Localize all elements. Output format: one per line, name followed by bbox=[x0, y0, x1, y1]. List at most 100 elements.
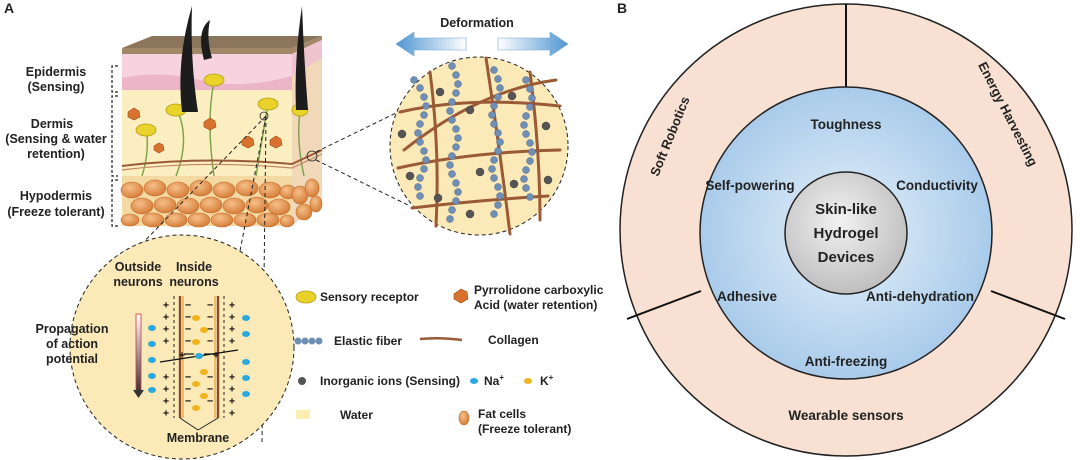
inner-label-conductivity: Conductivity bbox=[896, 178, 978, 193]
propagation-label-2: of action bbox=[46, 337, 98, 351]
svg-text:−: − bbox=[207, 300, 213, 311]
propagation-arrow bbox=[135, 313, 142, 393]
svg-text:+: + bbox=[163, 324, 169, 335]
svg-text:+: + bbox=[229, 336, 235, 347]
layer-brackets bbox=[111, 65, 118, 227]
svg-text:+: + bbox=[163, 372, 169, 383]
divider-right bbox=[990, 290, 1066, 320]
hairs bbox=[180, 6, 308, 112]
deformation-arrow-right bbox=[497, 31, 569, 57]
epidermis-label: Epidermis bbox=[26, 65, 86, 79]
propagation-label-1: Propagation bbox=[36, 322, 109, 336]
svg-text:Acid (water retention): Acid (water retention) bbox=[474, 298, 597, 312]
legend-pca: Pyrrolidone carboxylic Acid (water reten… bbox=[453, 283, 604, 312]
ring-diagram: Soft Robotics Energy Harvesting Wearable… bbox=[619, 3, 1073, 457]
svg-text:−: − bbox=[185, 300, 191, 311]
center-label-2: Hydrogel bbox=[813, 225, 878, 242]
svg-text:+: + bbox=[229, 312, 235, 323]
svg-text:+: + bbox=[229, 384, 235, 395]
divider-left bbox=[626, 290, 702, 320]
svg-text:−: − bbox=[185, 372, 191, 383]
deformation-arrow-left bbox=[395, 31, 467, 57]
svg-text:−: − bbox=[207, 324, 213, 335]
svg-text:Collagen: Collagen bbox=[488, 333, 539, 347]
svg-text:−: − bbox=[185, 324, 191, 335]
svg-text:−: − bbox=[207, 312, 213, 323]
legend-k: K+ bbox=[524, 373, 554, 388]
svg-text:+: + bbox=[229, 300, 235, 311]
skin-block bbox=[120, 6, 323, 228]
svg-text:−: − bbox=[207, 396, 213, 407]
svg-text:+: + bbox=[163, 300, 169, 311]
panel-b-label: B bbox=[617, 0, 627, 16]
svg-text:−: − bbox=[185, 396, 191, 407]
svg-text:+: + bbox=[229, 396, 235, 407]
svg-text:Inorganic ions (Sensing): Inorganic ions (Sensing) bbox=[320, 374, 460, 388]
layer-labels: Epidermis (Sensing) Dermis (Sensing & wa… bbox=[5, 65, 107, 219]
fat-cells bbox=[120, 178, 323, 228]
deformation-label: Deformation bbox=[440, 16, 514, 30]
inner-label-adhesive: Adhesive bbox=[717, 289, 778, 304]
svg-text:−: − bbox=[207, 372, 213, 383]
svg-text:K+: K+ bbox=[540, 373, 554, 388]
svg-text:−: − bbox=[207, 336, 213, 347]
skin-top bbox=[122, 36, 322, 54]
svg-text:−: − bbox=[185, 384, 191, 395]
svg-text:Fat cells: Fat cells bbox=[478, 407, 526, 421]
svg-text:−: − bbox=[185, 312, 191, 323]
center-label-3: Devices bbox=[818, 249, 875, 266]
hypodermis-sub: (Freeze tolerant) bbox=[7, 205, 104, 219]
svg-text:−: − bbox=[207, 384, 213, 395]
membrane-label: Membrane bbox=[167, 431, 230, 445]
center-disc bbox=[784, 171, 908, 295]
panel-a-label: A bbox=[4, 0, 14, 16]
svg-text:+: + bbox=[163, 312, 169, 323]
deformation-group: Deformation bbox=[395, 16, 569, 57]
dermis-label: Dermis bbox=[31, 117, 73, 131]
inside-neurons-label: Inside bbox=[176, 260, 212, 274]
hypodermis-label: Hypodermis bbox=[20, 189, 92, 203]
center-label-1: Skin-like bbox=[815, 201, 877, 218]
svg-text:+: + bbox=[229, 372, 235, 383]
zoom-marker-receptor bbox=[259, 111, 269, 121]
svg-text:Elastic fiber: Elastic fiber bbox=[334, 334, 402, 348]
svg-text:+: + bbox=[179, 350, 185, 361]
pca-blobs bbox=[127, 107, 283, 154]
svg-text:+: + bbox=[229, 408, 235, 419]
svg-text:Sensory receptor: Sensory receptor bbox=[320, 290, 419, 304]
inner-label-anti-freezing: Anti-freezing bbox=[805, 354, 888, 369]
neuron-zoom-circle: Outside neurons Inside neurons Propagati… bbox=[36, 234, 295, 460]
svg-text:Water: Water bbox=[340, 408, 373, 422]
outer-label-wearable-sensors: Wearable sensors bbox=[788, 408, 903, 423]
legend-water: Water bbox=[296, 408, 373, 422]
legend-collagen: Collagen bbox=[419, 333, 539, 347]
svg-text:−: − bbox=[185, 336, 191, 347]
legend-sensory-receptor: Sensory receptor bbox=[295, 290, 419, 304]
legend-elastic-fiber: Elastic fiber bbox=[294, 334, 402, 348]
legend-na: Na+ bbox=[470, 373, 504, 388]
svg-text:+: + bbox=[163, 384, 169, 395]
svg-text:(Freeze tolerant): (Freeze tolerant) bbox=[478, 422, 571, 436]
outside-neurons-label: Outside bbox=[115, 260, 162, 274]
outside-neurons-sub: neurons bbox=[113, 275, 162, 289]
fiber-zoom-circle bbox=[389, 56, 569, 236]
inner-label-anti-dehydration: Anti-dehydration bbox=[866, 289, 974, 304]
legend-inorganic-ions: Inorganic ions (Sensing) bbox=[298, 374, 460, 388]
svg-text:Pyrrolidone carboxylic: Pyrrolidone carboxylic bbox=[474, 283, 604, 297]
inner-label-self-powering: Self-powering bbox=[705, 178, 794, 193]
dermis-sub-1: (Sensing & water bbox=[5, 132, 107, 146]
svg-text:+: + bbox=[163, 408, 169, 419]
propagation-label-3: potential bbox=[46, 352, 98, 366]
dermis-sub-2: retention) bbox=[27, 147, 85, 161]
svg-text:+: + bbox=[229, 324, 235, 335]
svg-text:Na+: Na+ bbox=[484, 373, 504, 388]
svg-text:+: + bbox=[163, 336, 169, 347]
zoom-marker-dermis bbox=[306, 150, 318, 162]
inner-label-toughness: Toughness bbox=[810, 117, 881, 132]
legend: Sensory receptor Pyrrolidone carboxylic … bbox=[294, 283, 604, 436]
epidermis-sub: (Sensing) bbox=[28, 80, 85, 94]
svg-text:+: + bbox=[163, 396, 169, 407]
svg-text:+: + bbox=[213, 350, 219, 361]
legend-fat-cells: Fat cells (Freeze tolerant) bbox=[458, 407, 571, 436]
